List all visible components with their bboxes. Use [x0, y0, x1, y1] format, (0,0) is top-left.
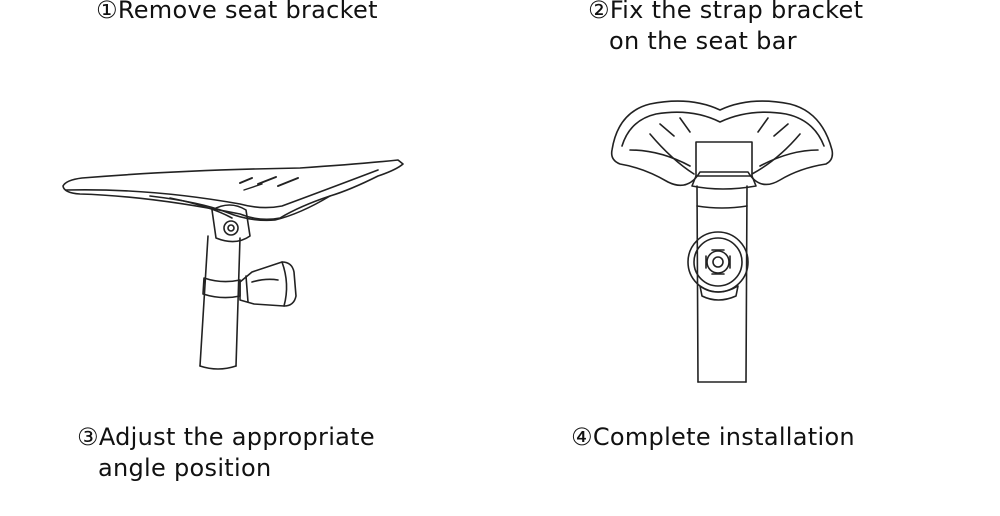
clamp-bolt: [223, 220, 239, 236]
step-4-text: Complete installation: [592, 423, 855, 451]
step-2-caption: ②Fix the strap bracket on the seat bar: [588, 0, 863, 57]
tail-light-rear: [687, 231, 749, 301]
saddle-underside-right: [759, 149, 819, 167]
step-1-number: ①: [96, 0, 118, 24]
vent-4: [243, 183, 263, 191]
step-2-text-2: on the seat bar: [609, 27, 797, 55]
vent-d: [757, 117, 769, 133]
step-3-line-1: ③Adjust the appropriate: [77, 422, 375, 453]
step-2-line-1: ②Fix the strap bracket: [588, 0, 863, 26]
saddle-side: [62, 159, 404, 222]
step-3-caption: ③Adjust the appropriate angle position: [77, 422, 375, 484]
vent-3: [277, 177, 299, 187]
step-4-number: ④: [571, 423, 593, 451]
vent-1: [239, 177, 253, 184]
step-3-text-2: angle position: [98, 454, 272, 482]
seatpost-rear: [691, 141, 757, 383]
vent-c: [773, 123, 789, 137]
post-bottom: [199, 365, 237, 370]
step-3-number: ③: [77, 423, 99, 451]
vent-b: [679, 117, 691, 133]
saddle-underside-left: [629, 149, 691, 167]
saddle-shell-rear: [610, 100, 834, 187]
light-button: [706, 250, 730, 274]
step-4-line-1: ④Complete installation: [571, 422, 855, 453]
light-mount: [245, 275, 249, 303]
saddle-rail-2: [169, 197, 233, 219]
light-rim: [693, 237, 743, 287]
clamp-bolt-center: [227, 224, 235, 232]
light-button-center: [712, 256, 724, 268]
post-left-edge: [199, 235, 209, 367]
vent-a: [659, 123, 675, 137]
step-1-caption: ①Remove seat bracket: [96, 0, 378, 26]
step-2-number: ②: [588, 0, 610, 24]
saddle-edge: [65, 169, 379, 209]
clamp-rear: [695, 141, 753, 177]
vent-2: [257, 176, 277, 185]
light-detail: [251, 278, 279, 283]
rail-right: [751, 133, 801, 175]
step-2-text-1: Fix the strap bracket: [609, 0, 864, 24]
seatpost-side: [199, 204, 251, 370]
post-band-top: [696, 205, 748, 209]
light-bracket: [699, 285, 739, 301]
tail-light-side: [239, 261, 297, 307]
light-lens-edge: [281, 261, 288, 307]
step-1-line-1: ①Remove seat bracket: [96, 0, 378, 26]
step-1-text: Remove seat bracket: [117, 0, 378, 24]
post-rear-right: [745, 185, 748, 383]
step-4-caption: ④Complete installation: [571, 422, 855, 453]
saddle-shell: [62, 159, 404, 221]
post-right-edge: [235, 237, 241, 367]
saddle-rear: [610, 100, 834, 187]
light-marks: [705, 249, 731, 275]
saddle-inner-curve: [621, 111, 825, 147]
rail-left: [649, 133, 695, 175]
seatpost-clamp: [211, 204, 251, 243]
clamp-base: [691, 175, 757, 190]
step-3-text-1: Adjust the appropriate: [98, 423, 375, 451]
